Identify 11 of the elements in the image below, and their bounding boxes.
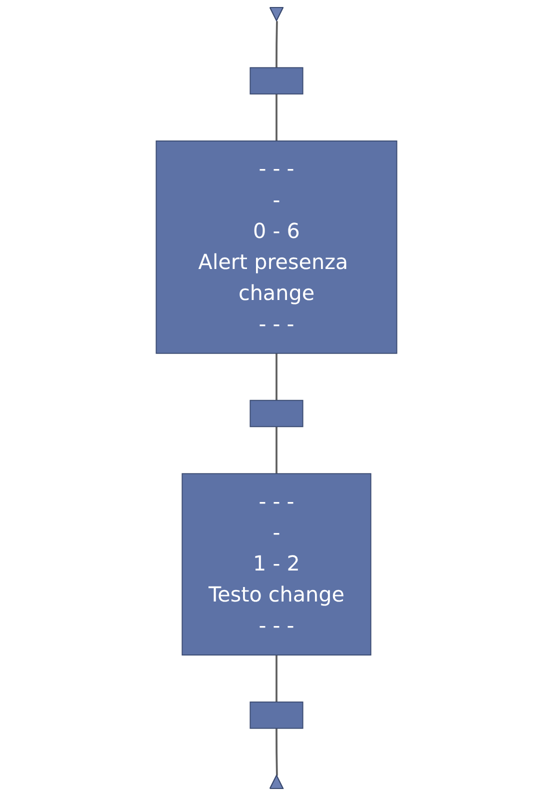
node-box: - - - - 1 - 2 Testo change - - - [182, 473, 372, 656]
node-bar [250, 702, 304, 729]
node-bar [250, 67, 304, 94]
node-box: - - - - 0 - 6 Alert presenza change - - - [156, 140, 398, 354]
connector [276, 426, 278, 474]
node-bar [250, 400, 304, 428]
connector [276, 655, 278, 702]
connector [276, 728, 278, 776]
connector [276, 353, 278, 400]
connector [276, 21, 278, 68]
connector [276, 94, 278, 141]
